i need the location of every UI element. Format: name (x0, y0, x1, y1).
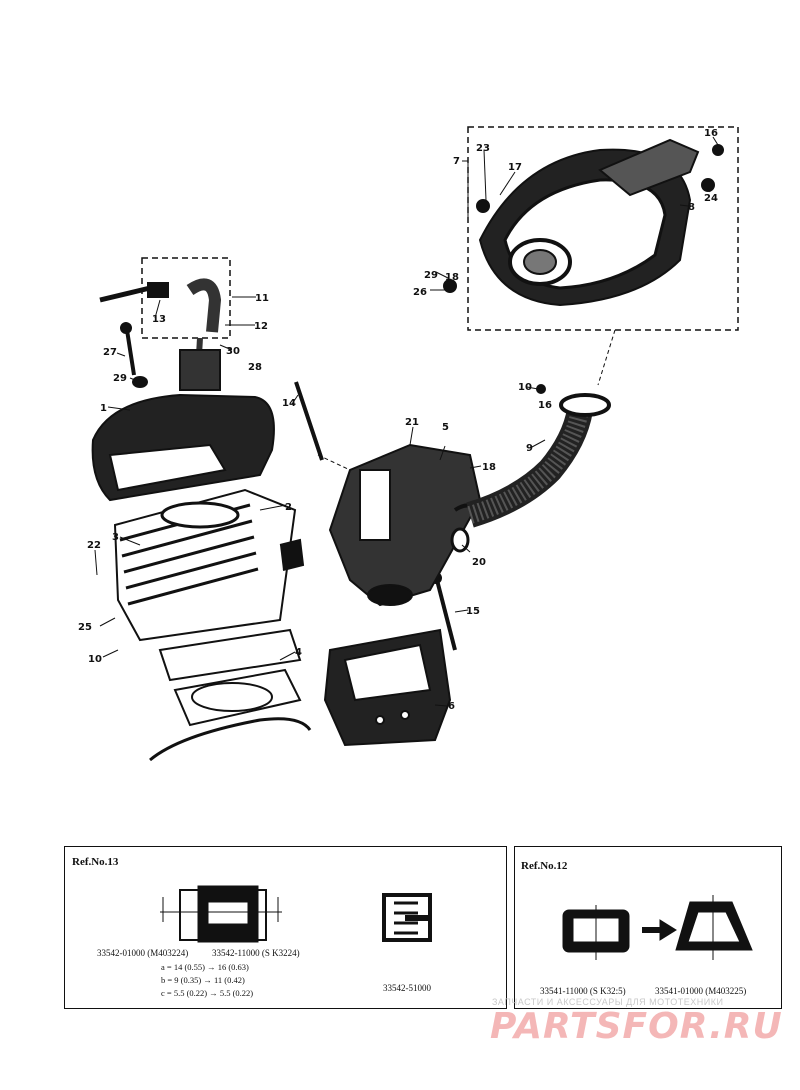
callout-6: 6 (448, 701, 455, 712)
watermark-tagline: ЗАПЧАСТИ И АКСЕССУАРЫ ДЛЯ МОТОТЕХНИКИ (492, 997, 724, 1007)
callout-29-left: 29 (113, 373, 127, 384)
ref13-part-c: 33542-51000 (383, 983, 431, 993)
callout-10-hose: 10 (518, 382, 532, 393)
callout-8: 8 (688, 202, 695, 213)
callout-22: 22 (87, 540, 101, 551)
callout-16-top: 16 (704, 128, 718, 139)
insulator-block (323, 628, 452, 747)
callout-24: 24 (704, 193, 718, 204)
ref13-dim-b: b = 9 (0.35) → 11 (0.42) (161, 975, 245, 985)
cylinder-head (91, 349, 275, 502)
callout-14: 14 (282, 398, 296, 409)
ref12-title: Ref.No.12 (521, 860, 568, 872)
callout-1: 1 (100, 403, 107, 414)
callout-17: 17 (508, 162, 522, 173)
callout-3: 3 (112, 532, 119, 543)
callout-20: 20 (472, 557, 486, 568)
callout-4: 4 (295, 647, 302, 658)
callout-23: 23 (476, 143, 490, 154)
ref12-part-b: 33541-01000 (M403225) (655, 986, 747, 996)
fuel-pipe (99, 278, 222, 373)
air-cleaner-group-box (467, 126, 739, 331)
callout-18-carb: 18 (482, 462, 496, 473)
callout-7: 7 (453, 156, 460, 167)
cylinder (113, 488, 305, 642)
intake-hose (466, 384, 611, 528)
callout-10-cyl: 10 (88, 654, 102, 665)
watermark-logo: PARTSFOR.RU (490, 1006, 783, 1047)
ref12-drawings (562, 895, 753, 960)
bolt-14 (294, 381, 324, 461)
callout-29-top: 29 (424, 270, 438, 281)
bolt-15 (435, 579, 457, 651)
callout-28: 28 (248, 362, 262, 373)
ref13-box (64, 846, 507, 1009)
air-cleaner-assembly (443, 138, 724, 307)
callout-15: 15 (466, 606, 480, 617)
ref13-title: Ref.No.13 (72, 856, 119, 868)
leader-lines (94, 136, 719, 707)
carburetor (328, 443, 482, 607)
callout-25: 25 (78, 622, 92, 633)
callout-27: 27 (103, 347, 117, 358)
ref12-box (514, 846, 782, 1009)
ref13-dim-a: a = 14 (0.55) → 16 (0.63) (161, 962, 249, 972)
cylinder-gaskets (149, 628, 312, 762)
callout-16-clamp: 16 (538, 400, 552, 411)
callout-13: 13 (152, 314, 166, 325)
ref12-part-a: 33541-11000 (S K32:5) (540, 986, 626, 996)
callout-21: 21 (405, 417, 419, 428)
callout-11: 11 (255, 293, 269, 304)
callout-2: 2 (285, 502, 292, 513)
ref13-part-b: 33542-11000 (S K3224) (212, 948, 300, 958)
callout-12: 12 (254, 321, 268, 332)
callout-9: 9 (526, 443, 533, 454)
callout-numbers: 1 2 3 4 5 6 7 8 9 10 10 11 12 13 14 15 1… (78, 128, 718, 712)
fuel-pipe-group-box (141, 257, 231, 339)
callout-5: 5 (442, 422, 449, 433)
ref13-drawings (160, 885, 432, 943)
callout-26: 26 (413, 287, 427, 298)
callout-18-top: 18 (445, 272, 459, 283)
ref13-dim-c: c = 5.5 (0.22) → 5.5 (0.22) (161, 988, 254, 998)
callout-30: 30 (226, 346, 240, 357)
ref13-part-a: 33542-01000 (M403224) (97, 948, 189, 958)
bolt-27 (125, 329, 136, 376)
